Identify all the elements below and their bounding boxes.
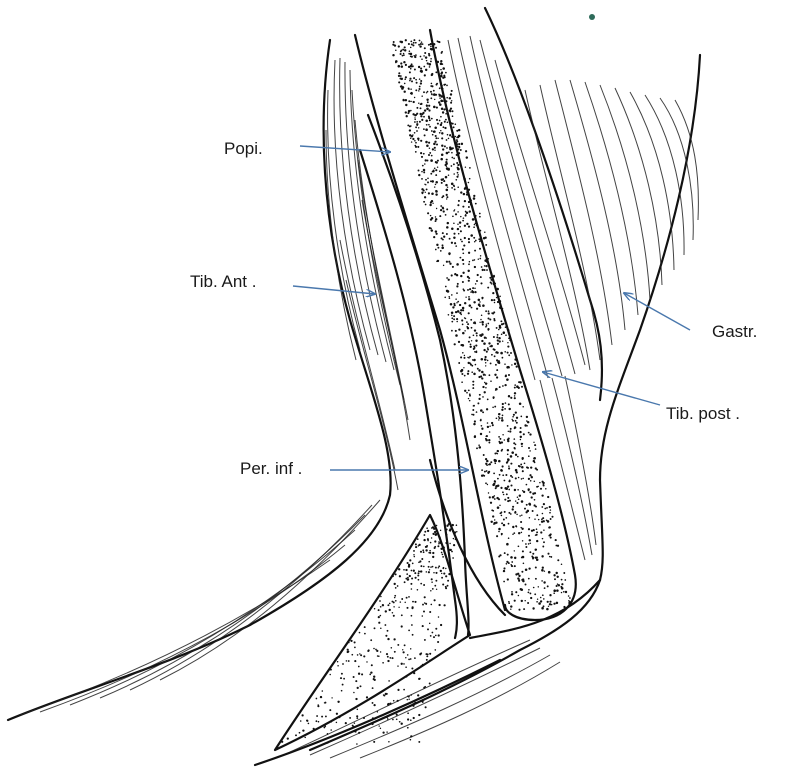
label-per-inf: Per. inf . — [240, 459, 302, 478]
foot-fibers — [20, 500, 560, 758]
tib-ant-pointer — [293, 286, 375, 294]
popi-pointer — [300, 146, 390, 152]
label-tib-post: Tib. post . — [666, 404, 740, 423]
tibialis-posterior-fibers — [448, 36, 596, 560]
label-gastr: Gastr. — [712, 322, 757, 341]
marker-dot — [589, 14, 595, 20]
label-popi: Popi. — [224, 139, 263, 158]
label-tib-ant: Tib. Ant . — [190, 272, 256, 291]
gastr-pointer — [624, 293, 690, 330]
